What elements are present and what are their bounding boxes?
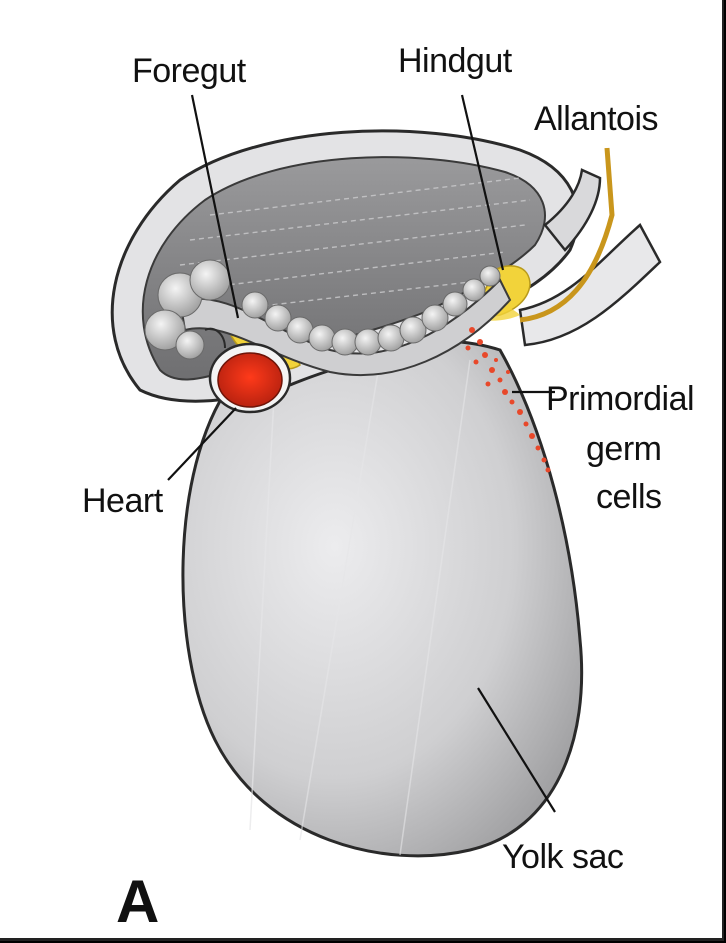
label-heart: Heart	[82, 482, 164, 520]
label-allantois: Allantois	[534, 100, 658, 138]
panel-letter: A	[116, 868, 159, 935]
yolk-sac-shape	[183, 340, 582, 856]
label-hindgut: Hindgut	[398, 42, 513, 80]
label-germ: germ	[586, 430, 661, 468]
label-yolk-sac: Yolk sac	[502, 838, 624, 876]
label-cells: cells	[596, 478, 662, 516]
label-foregut: Foregut	[132, 52, 247, 90]
label-primordial: Primordial	[546, 380, 694, 418]
